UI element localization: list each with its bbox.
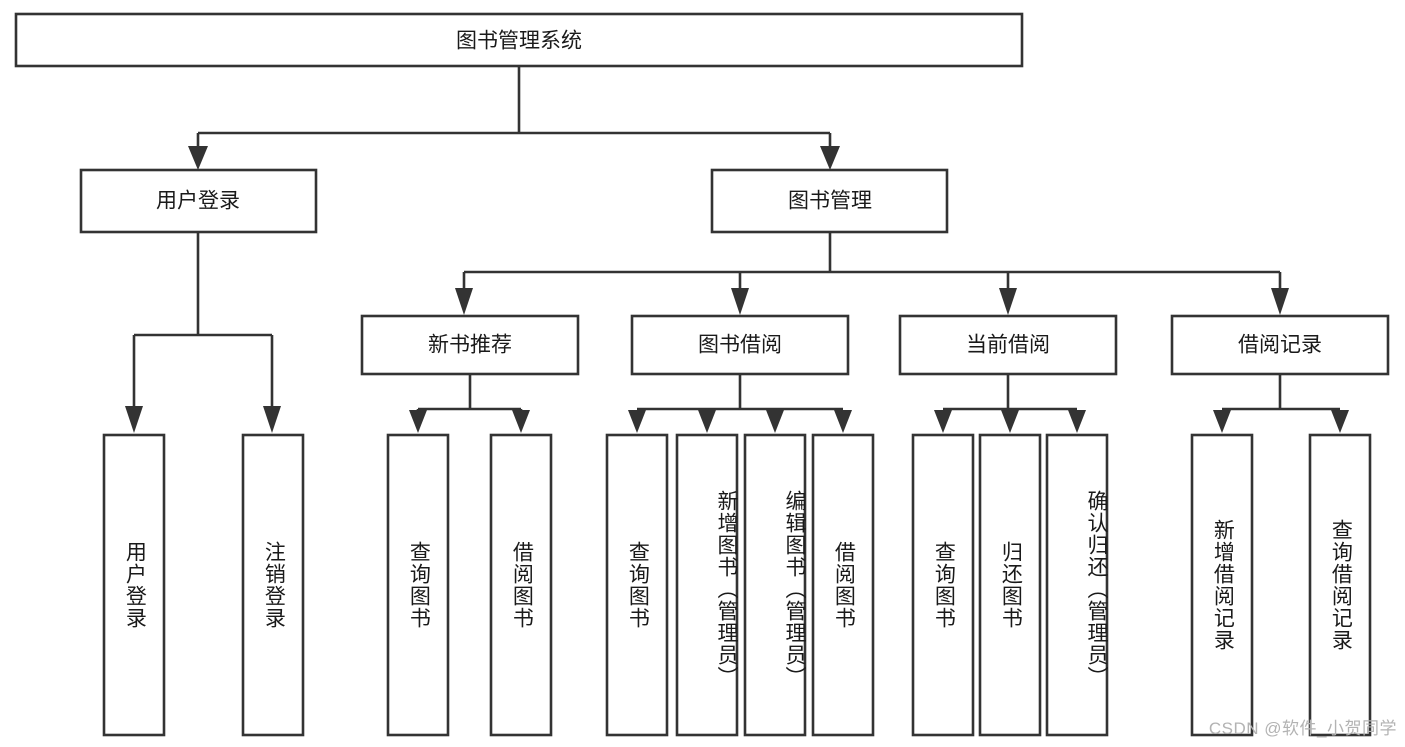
node-current-borrow[interactable]: 当前借阅 <box>898 314 1118 376</box>
connector-group-book-manage-children <box>455 232 1289 315</box>
leaf-boxes-book-borrow <box>605 433 875 737</box>
node-leaf-box[interactable] <box>605 433 669 737</box>
arrow-bookborrow-c3 <box>766 410 784 433</box>
arrow-borrowrecord-c2 <box>1331 410 1349 433</box>
connector-group-new-book-children <box>409 374 530 433</box>
arrow-currentborrow-c3 <box>1068 410 1086 433</box>
node-leaf-box[interactable] <box>1045 433 1109 737</box>
connector-group-current-borrow-children <box>934 374 1086 433</box>
node-book-borrow-box[interactable] <box>630 314 850 376</box>
node-leaf-box[interactable] <box>811 433 875 737</box>
arrow-borrowrecord-c1 <box>1213 410 1231 433</box>
node-leaf-box[interactable] <box>1190 433 1254 737</box>
connector-group-user-login-children <box>125 232 281 433</box>
node-user-login-box[interactable] <box>79 168 318 234</box>
node-root-label: 图书管理系统 <box>456 30 582 53</box>
arrow-bm-child4 <box>1271 288 1289 315</box>
arrow-currentborrow-c1 <box>934 410 952 433</box>
node-borrow-record-label: 借阅记录 <box>1238 334 1322 357</box>
leaf-boxes-user-login <box>102 433 305 737</box>
node-current-borrow-label: 当前借阅 <box>966 334 1050 357</box>
node-book-borrow[interactable]: 图书借阅 <box>630 314 850 376</box>
arrow-bm-child1 <box>455 288 473 315</box>
node-leaf-box[interactable] <box>911 433 975 737</box>
node-leaf-box[interactable] <box>241 433 305 737</box>
node-book-manage[interactable]: 图书管理 <box>710 168 949 234</box>
leaf-boxes-new-book-recommend <box>386 433 553 737</box>
node-user-login[interactable]: 用户登录 <box>79 168 318 234</box>
leaf-boxes-borrow-record <box>1190 433 1372 737</box>
node-leaf-box[interactable] <box>1308 433 1372 737</box>
arrow-bm-child2 <box>731 288 749 315</box>
csdn-watermark: CSDN @软件_小贺同学 <box>1208 719 1397 738</box>
node-new-book-recommend-box[interactable] <box>360 314 580 376</box>
node-leaf-box[interactable] <box>102 433 166 737</box>
node-new-book-recommend-label: 新书推荐 <box>428 334 512 357</box>
node-new-book-recommend[interactable]: 新书推荐 <box>360 314 580 376</box>
node-current-borrow-box[interactable] <box>898 314 1118 376</box>
leaf-boxes-current-borrow <box>911 433 1109 737</box>
arrow-bookborrow-c1 <box>628 410 646 433</box>
node-root-box[interactable] <box>14 12 1024 68</box>
arrow-bm-child3 <box>999 288 1017 315</box>
node-leaf-box[interactable] <box>675 433 739 737</box>
node-leaf-box[interactable] <box>386 433 450 737</box>
node-borrow-record-box[interactable] <box>1170 314 1390 376</box>
node-leaf-box[interactable] <box>743 433 807 737</box>
node-root[interactable]: 图书管理系统 <box>14 12 1024 68</box>
node-borrow-record[interactable]: 借阅记录 <box>1170 314 1390 376</box>
arrow-user-login-child2 <box>263 406 281 433</box>
node-user-login-label: 用户登录 <box>156 190 240 213</box>
arrow-bookborrow-c4 <box>834 410 852 433</box>
arrow-to-user-login <box>188 146 208 170</box>
connector-group-borrow-record-children <box>1213 374 1349 433</box>
node-book-borrow-label: 图书借阅 <box>698 334 782 357</box>
arrow-user-login-child1 <box>125 406 143 433</box>
node-leaf-box[interactable] <box>978 433 1042 737</box>
arrow-newbook-c2 <box>512 410 530 433</box>
connector-group-root-to-level2 <box>188 66 840 170</box>
connector-group-book-borrow-children <box>628 374 852 433</box>
node-book-manage-box[interactable] <box>710 168 949 234</box>
arrow-bookborrow-c2 <box>698 410 716 433</box>
node-leaf-box[interactable] <box>489 433 553 737</box>
arrow-newbook-c1 <box>409 410 427 433</box>
node-book-manage-label: 图书管理 <box>788 190 872 213</box>
arrow-currentborrow-c2 <box>1001 410 1019 433</box>
arrow-to-book-manage <box>820 146 840 170</box>
